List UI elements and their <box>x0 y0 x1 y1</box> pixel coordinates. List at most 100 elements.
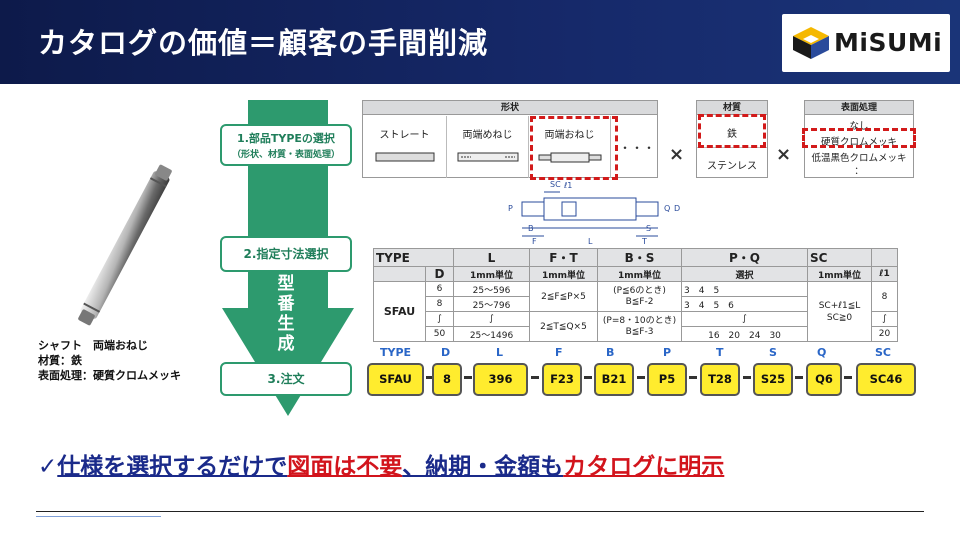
label-t: T <box>642 237 647 246</box>
cube-logo-icon <box>793 27 829 59</box>
th-bs: B・S <box>597 248 682 267</box>
order-label-l: L <box>496 346 504 359</box>
th-unit: 1mm単位 <box>529 266 598 282</box>
shape-label: 両端めねじ <box>462 130 513 141</box>
label-l1: ℓ1 <box>564 181 573 190</box>
drawing-labels: SC ℓ1 P Q D B S F L T <box>500 180 700 246</box>
th-unit: 1mm単位 <box>807 266 872 282</box>
footer-accent-line <box>36 516 161 517</box>
order-value-b: B21 <box>594 363 634 396</box>
order-value-s: S25 <box>753 363 793 396</box>
cell-d: 6 <box>425 281 454 297</box>
selected-shape-highlight <box>530 116 618 180</box>
surface-more: ： <box>854 166 864 177</box>
label-b: B <box>528 224 534 233</box>
logo-text: MiSUMi <box>834 28 943 57</box>
order-label-s: S <box>769 346 777 359</box>
order-label-type: TYPE <box>380 346 412 359</box>
surface-none: なし <box>849 121 869 132</box>
cell-bs: (P≦6のとき) <box>613 285 666 296</box>
order-value-f: F23 <box>542 363 582 396</box>
cell-l1: 20 <box>871 326 898 342</box>
material-stainless: ステンレス <box>707 161 757 172</box>
step-order: 3.注文 <box>220 362 352 396</box>
surface-black-chrome: 低温黒色クロムメッキ <box>811 153 907 164</box>
order-label-p: P <box>663 346 672 359</box>
shape-label: ストレート <box>379 130 430 141</box>
label-p: P <box>508 204 513 213</box>
cell-bs: B≦F-3 <box>625 326 654 337</box>
order-value-type: SFAU <box>367 363 424 396</box>
vertical-char: 成 <box>277 334 295 354</box>
cell-type: SFAU <box>373 281 426 342</box>
label-l: L <box>588 237 593 246</box>
th-type: TYPE <box>373 248 454 267</box>
th-l1: ℓ1 <box>871 266 898 282</box>
caption-line-material: 材質：鉄 <box>38 354 82 367</box>
product-caption: シャフト 両端おねじ 材質：鉄 表面処理：硬質クロムメッキ <box>38 338 181 383</box>
cell-l: ∫ <box>453 311 530 327</box>
message-part2: 図面は不要 <box>287 454 403 480</box>
order-label-d: D <box>441 346 451 359</box>
label-s: S <box>646 224 652 233</box>
shape-label: 両端おねじ <box>544 130 595 141</box>
female-shaft-icon <box>457 152 518 162</box>
order-value-d: 8 <box>432 363 462 396</box>
label-sc: SC <box>550 180 561 189</box>
th-d: D <box>425 266 454 282</box>
misumi-logo: MiSUMi <box>782 14 950 72</box>
header-bar: カタログの価値＝顧客の手間削減 MiSUMi <box>0 0 960 84</box>
cell-l: 25〜1496 <box>453 326 530 342</box>
th-pq: P・Q <box>681 248 808 267</box>
th-unit: 1mm単位 <box>597 266 682 282</box>
cell-ft: 2≦F≦P×5 <box>529 281 598 312</box>
shape-both-male: 両端おねじ <box>529 116 611 178</box>
page-title: カタログの価値＝顧客の手間削減 <box>38 26 489 60</box>
cell-pq: 3 4 5 6 <box>681 296 808 312</box>
shape-both-female: 両端めねじ <box>447 116 529 178</box>
times-symbol: × <box>776 144 792 165</box>
surface-hard-chrome: 硬質クロムメッキ <box>820 137 897 148</box>
label-q: Q <box>664 204 671 213</box>
th-unit: 1mm単位 <box>453 266 530 282</box>
vertical-char: 型 <box>277 274 295 294</box>
order-value-sc: SC46 <box>856 363 916 396</box>
material-iron: 鉄 <box>727 129 737 140</box>
times-symbol: × <box>669 144 685 165</box>
cell-d: 50 <box>425 326 454 342</box>
cell-pq: ∫ <box>681 311 808 327</box>
th-select: 選択 <box>681 266 808 282</box>
cell-pq: 3 4 5 <box>681 281 808 297</box>
material-table: 材質 鉄 ステンレス <box>696 100 768 178</box>
order-value-p: P5 <box>647 363 687 396</box>
check-icon: ✓ <box>38 454 58 480</box>
step-select-type: 1.部品TYPEの選択 （形状、材質・表面処理） <box>220 124 352 166</box>
order-label-sc: SC <box>875 346 891 359</box>
shape-more: ・・・ <box>619 141 656 155</box>
order-label-t: T <box>716 346 724 359</box>
cell-bs: B≦F-2 <box>625 296 654 307</box>
cell-sc: SC≧0 <box>826 312 853 323</box>
cell-l: 25〜796 <box>453 296 530 312</box>
shape-table: 形状 ストレート 両端めねじ 両端おねじ ・・・ <box>362 100 658 178</box>
spec-table: TYPE L F・T B・S P・Q SC D 1mm単位 1mm単位 1mm単… <box>373 248 898 342</box>
cell-l: 25〜596 <box>453 281 530 297</box>
label-d: D <box>674 204 681 213</box>
order-value-l: 396 <box>473 363 528 396</box>
shape-header: 形状 <box>363 101 657 115</box>
order-label-q: Q <box>817 346 827 359</box>
selected-surface-highlight <box>802 128 916 148</box>
cell-d: 8 <box>425 296 454 312</box>
footer-divider <box>36 511 924 512</box>
cell-pq: 16 20 24 30 <box>681 326 808 342</box>
message-part3: 、納期・金額も <box>402 454 564 480</box>
label-f: F <box>532 237 537 246</box>
step1-sublabel: （形状、材質・表面処理） <box>231 150 340 160</box>
order-label-f: F <box>555 346 563 359</box>
selected-material-highlight <box>698 114 766 148</box>
step-select-dimension: 2.指定寸法選択 <box>220 236 352 272</box>
vertical-label: 型 番 生 成 <box>273 274 299 354</box>
message-part1: 仕様を選択するだけで <box>57 454 288 480</box>
shape-straight: ストレート <box>363 116 447 178</box>
caption-line-surface: 表面処理：硬質クロムメッキ <box>38 369 181 382</box>
